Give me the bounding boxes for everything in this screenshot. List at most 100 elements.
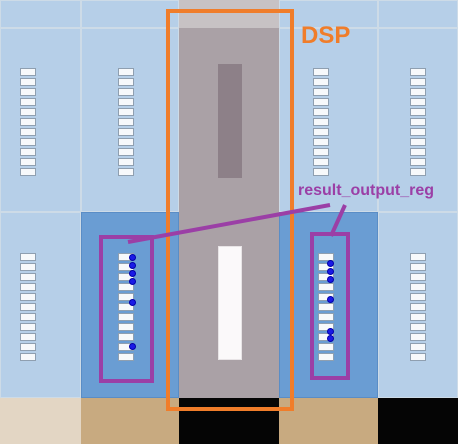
dsp-block-selected[interactable] bbox=[218, 246, 242, 360]
slice-cell[interactable] bbox=[118, 333, 134, 341]
slice-column[interactable] bbox=[410, 253, 426, 363]
slice-cell[interactable] bbox=[410, 313, 426, 321]
slice-cell[interactable] bbox=[118, 118, 134, 126]
slice-cell[interactable] bbox=[410, 128, 426, 136]
slice-cell[interactable] bbox=[410, 98, 426, 106]
slice-cell[interactable] bbox=[318, 253, 334, 261]
slice-column[interactable] bbox=[410, 68, 426, 178]
slice-cell[interactable] bbox=[20, 323, 36, 331]
slice-cell[interactable] bbox=[20, 168, 36, 176]
slice-cell[interactable] bbox=[410, 343, 426, 351]
slice-cell[interactable] bbox=[410, 108, 426, 116]
slice-cell[interactable] bbox=[118, 78, 134, 86]
slice-cell[interactable] bbox=[20, 293, 36, 301]
slice-cell[interactable] bbox=[20, 353, 36, 361]
slice-column[interactable] bbox=[313, 68, 329, 178]
slice-cell[interactable] bbox=[410, 353, 426, 361]
register-marker[interactable] bbox=[129, 278, 136, 285]
slice-cell[interactable] bbox=[313, 158, 329, 166]
slice-cell[interactable] bbox=[118, 323, 134, 331]
tile-top-2[interactable] bbox=[81, 0, 179, 28]
slice-cell[interactable] bbox=[410, 253, 426, 261]
slice-cell[interactable] bbox=[20, 68, 36, 76]
slice-cell[interactable] bbox=[313, 78, 329, 86]
slice-cell[interactable] bbox=[410, 168, 426, 176]
slice-cell[interactable] bbox=[118, 293, 134, 301]
slice-cell[interactable] bbox=[313, 88, 329, 96]
slice-cell[interactable] bbox=[20, 343, 36, 351]
slice-cell[interactable] bbox=[410, 138, 426, 146]
slice-cell[interactable] bbox=[318, 353, 334, 361]
register-marker[interactable] bbox=[327, 276, 334, 283]
register-marker[interactable] bbox=[327, 268, 334, 275]
slice-cell[interactable] bbox=[20, 148, 36, 156]
slice-cell[interactable] bbox=[118, 158, 134, 166]
slice-cell[interactable] bbox=[118, 313, 134, 321]
slice-cell[interactable] bbox=[20, 128, 36, 136]
slice-cell[interactable] bbox=[313, 128, 329, 136]
dsp-block-upper[interactable] bbox=[218, 64, 242, 178]
slice-cell[interactable] bbox=[20, 333, 36, 341]
slice-cell[interactable] bbox=[313, 148, 329, 156]
slice-cell[interactable] bbox=[118, 283, 134, 291]
slice-cell[interactable] bbox=[410, 158, 426, 166]
slice-cell[interactable] bbox=[118, 148, 134, 156]
slice-column[interactable] bbox=[20, 68, 36, 178]
slice-cell[interactable] bbox=[20, 78, 36, 86]
register-marker[interactable] bbox=[129, 343, 136, 350]
slice-cell[interactable] bbox=[313, 108, 329, 116]
slice-cell[interactable] bbox=[20, 138, 36, 146]
slice-cell[interactable] bbox=[318, 313, 334, 321]
slice-cell[interactable] bbox=[410, 263, 426, 271]
slice-cell[interactable] bbox=[20, 158, 36, 166]
slice-column[interactable] bbox=[118, 253, 134, 363]
slice-cell[interactable] bbox=[118, 108, 134, 116]
slice-cell[interactable] bbox=[20, 273, 36, 281]
slice-cell[interactable] bbox=[313, 118, 329, 126]
slice-cell[interactable] bbox=[118, 303, 134, 311]
slice-cell[interactable] bbox=[318, 323, 334, 331]
slice-cell[interactable] bbox=[318, 303, 334, 311]
slice-cell[interactable] bbox=[410, 68, 426, 76]
slice-cell[interactable] bbox=[410, 88, 426, 96]
slice-cell[interactable] bbox=[118, 353, 134, 361]
slice-cell[interactable] bbox=[313, 68, 329, 76]
tile-mid-4[interactable] bbox=[378, 28, 458, 212]
slice-cell[interactable] bbox=[410, 148, 426, 156]
slice-cell[interactable] bbox=[20, 88, 36, 96]
register-marker[interactable] bbox=[327, 335, 334, 342]
register-marker[interactable] bbox=[327, 296, 334, 303]
register-marker[interactable] bbox=[129, 254, 136, 261]
slice-cell[interactable] bbox=[118, 128, 134, 136]
register-marker[interactable] bbox=[327, 328, 334, 335]
slice-cell[interactable] bbox=[118, 138, 134, 146]
slice-cell[interactable] bbox=[20, 98, 36, 106]
slice-cell[interactable] bbox=[20, 263, 36, 271]
slice-cell[interactable] bbox=[318, 343, 334, 351]
slice-cell[interactable] bbox=[118, 68, 134, 76]
register-marker[interactable] bbox=[129, 262, 136, 269]
slice-cell[interactable] bbox=[318, 283, 334, 291]
slice-cell[interactable] bbox=[118, 98, 134, 106]
slice-column[interactable] bbox=[118, 68, 134, 178]
slice-cell[interactable] bbox=[318, 263, 334, 271]
tile-top-1[interactable] bbox=[0, 0, 81, 28]
slice-cell[interactable] bbox=[20, 253, 36, 261]
tile-low-1[interactable] bbox=[0, 212, 81, 398]
register-marker[interactable] bbox=[327, 260, 334, 267]
slice-cell[interactable] bbox=[313, 138, 329, 146]
slice-cell[interactable] bbox=[20, 303, 36, 311]
slice-column[interactable] bbox=[318, 253, 334, 363]
slice-cell[interactable] bbox=[313, 168, 329, 176]
slice-cell[interactable] bbox=[410, 283, 426, 291]
slice-cell[interactable] bbox=[410, 293, 426, 301]
slice-cell[interactable] bbox=[410, 333, 426, 341]
slice-cell[interactable] bbox=[20, 118, 36, 126]
slice-cell[interactable] bbox=[118, 88, 134, 96]
slice-cell[interactable] bbox=[313, 98, 329, 106]
slice-cell[interactable] bbox=[118, 273, 134, 281]
slice-cell[interactable] bbox=[410, 118, 426, 126]
tile-mid-1[interactable] bbox=[0, 28, 81, 212]
slice-cell[interactable] bbox=[118, 168, 134, 176]
